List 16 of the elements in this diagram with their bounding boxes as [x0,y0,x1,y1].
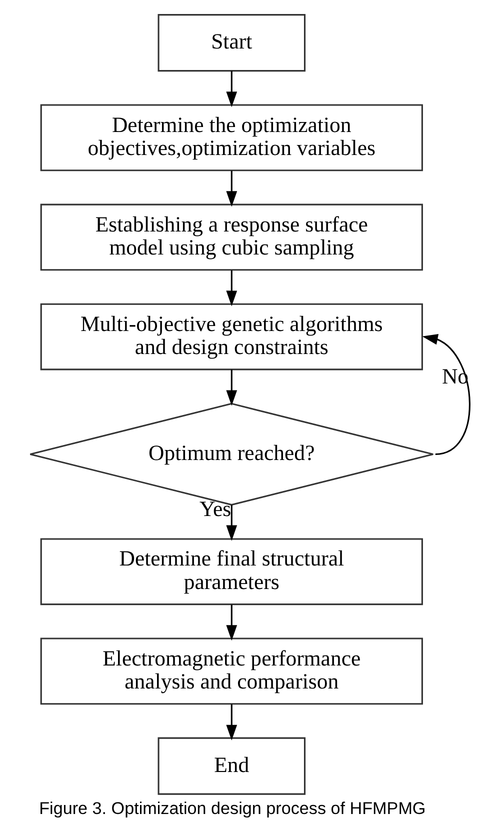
arrow [226,270,238,306]
arrow [226,504,238,541]
node-box: Multi-objective genetic algorithms and design constraints [40,303,423,370]
arrow [226,70,238,108]
arrow [226,370,238,406]
node-box: Determine final structural parameters [40,538,423,606]
node-box: End [158,737,306,795]
arrow [226,170,238,207]
arrow [422,334,470,455]
arrow [226,704,238,740]
node-box: Start [158,14,306,72]
caption: Figure 3. Optimization design process of HFMPMG [39,798,426,818]
node-box: Electromagnetic performance analysis and comparison [40,638,423,705]
node-box: Establishing a response surface model using cubic sampling [40,204,423,271]
node-box: Determine the optimization objectives,optimization variables [40,104,423,172]
arrow [226,604,238,641]
